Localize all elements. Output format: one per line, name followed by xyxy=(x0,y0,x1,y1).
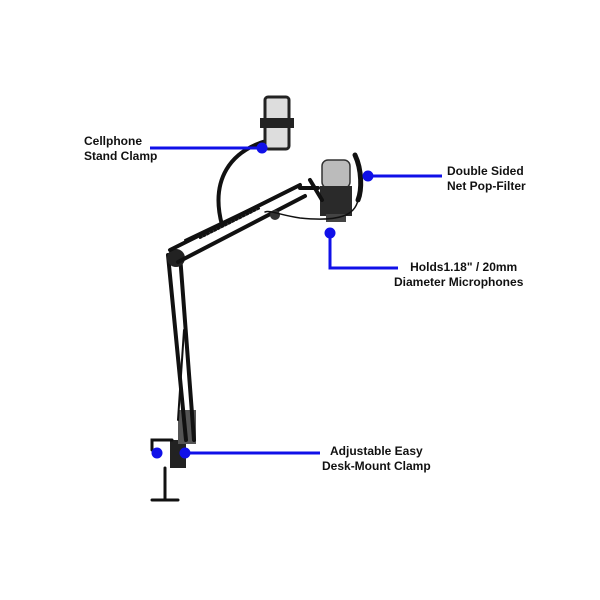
callout-phone-line1: Cellphone xyxy=(84,134,143,148)
callout-mic-line1: Holds1.18" / 20mm xyxy=(410,260,518,274)
callout-popfilter-line1: Double Sided xyxy=(447,164,524,178)
callout-clamp-line1: Adjustable Easy xyxy=(329,444,423,458)
callout-dot-phone xyxy=(256,142,268,154)
clamp-dot xyxy=(151,447,163,459)
callout-dot-clamp xyxy=(179,447,191,459)
callout-clamp: Adjustable Easy Desk-Mount Clamp xyxy=(322,444,431,474)
callout-clamp-line2: Desk-Mount Clamp xyxy=(322,459,431,473)
callout-lines xyxy=(150,142,442,459)
callout-mic-line2: Diameter Microphones xyxy=(394,275,524,289)
callout-mic: Holds1.18" / 20mm Diameter Microphones xyxy=(394,260,523,290)
callout-phone: Cellphone Stand Clamp xyxy=(84,134,157,164)
callout-popfilter-line2: Net Pop-Filter xyxy=(447,179,526,193)
mic-arm-stand xyxy=(150,95,364,502)
callout-phone-line2: Stand Clamp xyxy=(84,149,158,163)
callout-line-mic xyxy=(328,233,398,270)
callout-dot-popfilter xyxy=(362,170,374,182)
callout-popfilter: Double Sided Net Pop-Filter xyxy=(447,164,526,194)
callout-dot-mic xyxy=(324,227,336,239)
